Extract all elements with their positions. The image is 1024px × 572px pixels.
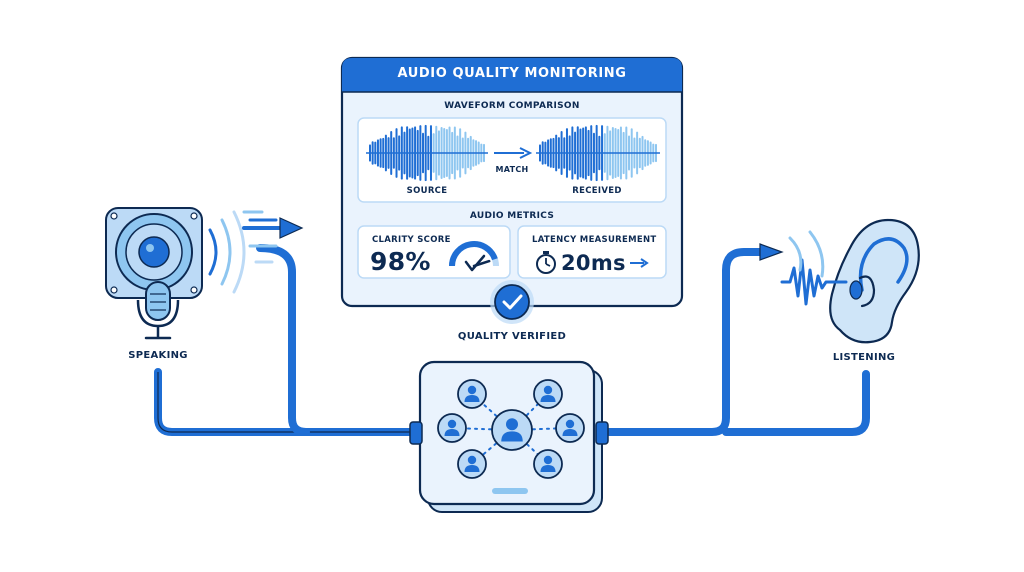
speaker-icon	[105, 207, 203, 299]
source-label: SOURCE	[406, 186, 448, 196]
participant-icon	[457, 449, 487, 479]
latency-label: LATENCY MEASUREMENT	[532, 235, 657, 245]
waveform-source	[366, 124, 488, 182]
sound-waves-left	[208, 210, 246, 294]
monitor-panel	[340, 56, 684, 308]
stopwatch-icon	[536, 251, 556, 274]
clarity-label: CLARITY SCORE	[372, 235, 451, 245]
microphone-icon	[136, 281, 180, 340]
clarity-value: 98%	[370, 247, 431, 276]
latency-value: 20ms	[561, 251, 626, 275]
speaking-label: SPEAKING	[128, 350, 188, 361]
participant-icon	[555, 413, 585, 443]
metrics-heading: AUDIO METRICS	[469, 211, 555, 221]
verified-label: QUALITY VERIFIED	[457, 331, 567, 342]
connection-lines	[154, 243, 870, 436]
monitor-title: AUDIO QUALITY MONITORING	[397, 66, 627, 81]
participant-icon	[533, 449, 563, 479]
motion-arrow-right-icon	[242, 210, 304, 264]
participants	[437, 379, 585, 479]
match-arrow-icon	[494, 147, 533, 159]
match-label: MATCH	[495, 165, 529, 174]
sound-wave-icon	[780, 230, 848, 306]
waveform-heading: WAVEFORM COMPARISON	[444, 101, 580, 111]
received-label: RECEIVED	[572, 186, 622, 196]
participant-icon	[437, 413, 467, 443]
ear-icon	[829, 218, 920, 344]
listening-label: LISTENING	[832, 352, 896, 363]
checkmark-icon	[464, 254, 486, 272]
participant-icon	[491, 409, 533, 451]
latency-arrow-icon	[630, 258, 649, 268]
participant-icon	[533, 379, 563, 409]
verified-badge-icon	[490, 280, 534, 324]
participant-icon	[457, 379, 487, 409]
waveform-received	[536, 124, 660, 182]
